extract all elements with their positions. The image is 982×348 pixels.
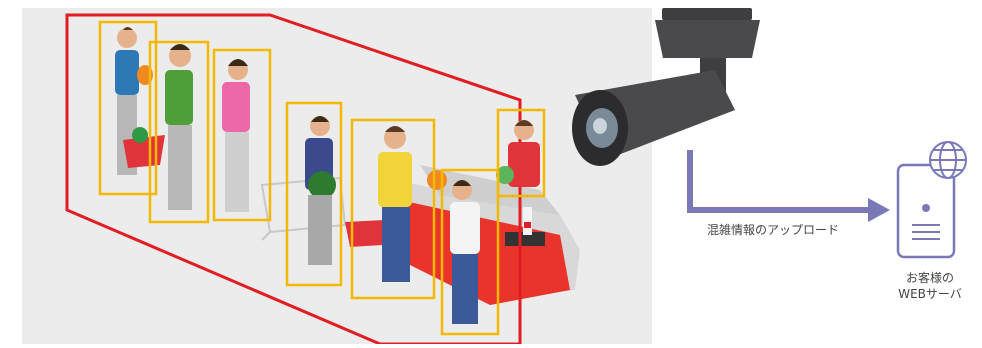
upload-label: 混雑情報のアップロード — [707, 221, 839, 238]
globe-icon — [930, 142, 966, 178]
server-label-line1: お客様の — [880, 270, 980, 286]
server-label: お客様の WEBサーバ — [880, 270, 980, 302]
arrow-icon — [690, 150, 890, 222]
server-label-line2: WEBサーバ — [880, 286, 980, 302]
